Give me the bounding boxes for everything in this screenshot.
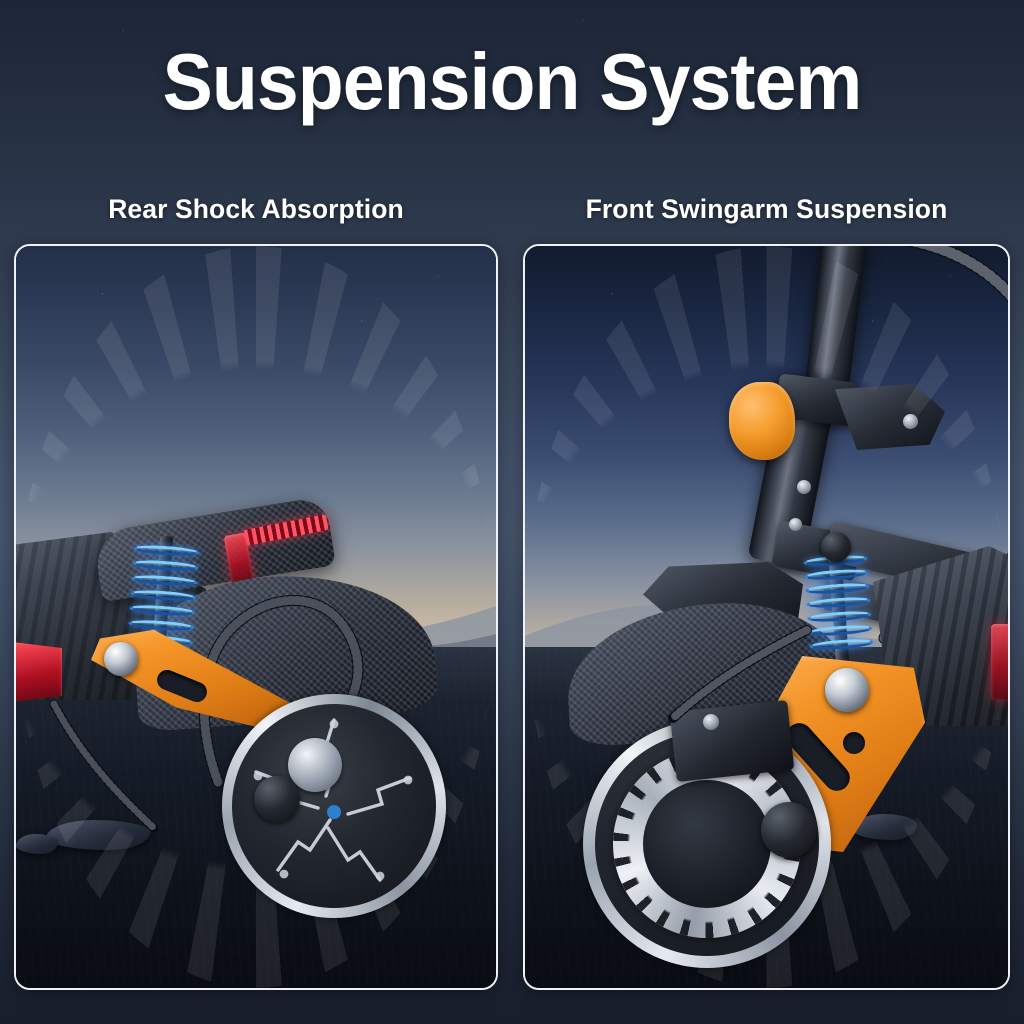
scene-front: [525, 246, 1008, 988]
panel-caption-rear: Rear Shock Absorption: [108, 194, 404, 224]
panel-rear-shock-absorption[interactable]: [14, 244, 498, 990]
rear-axle-cap: [254, 776, 300, 822]
scene-rear: [16, 246, 496, 988]
page-title: Suspension System: [162, 37, 863, 126]
panel-caption-front: Front Swingarm Suspension: [585, 194, 948, 224]
ground-rock-2: [16, 834, 58, 854]
motor-cable: [49, 699, 190, 842]
caliper-bolt: [703, 714, 719, 730]
brake-line-cable: [643, 625, 813, 756]
front-axle-cap: [761, 802, 817, 858]
rear-axle-nut: [288, 738, 342, 792]
panel-front-swingarm-suspension[interactable]: [523, 244, 1010, 990]
